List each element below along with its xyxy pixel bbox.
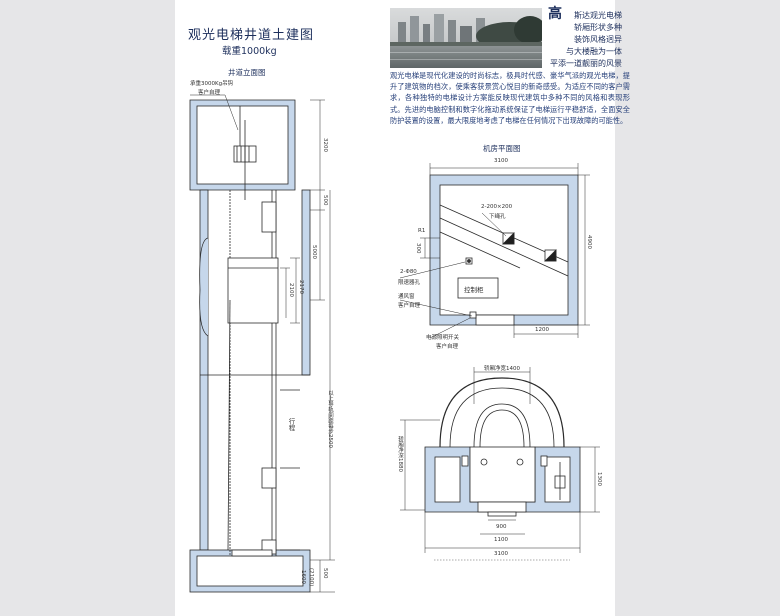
headline-line-2: 轿厢形状多种 (574, 23, 622, 32)
hook-note: 承重3000Kg吊钩 (190, 81, 234, 87)
machine-room-title: 机房平面图 (483, 144, 521, 153)
rope-hole-label: 2-200×200 (481, 204, 513, 210)
dim-door-height: 2100 (288, 283, 294, 297)
power-switch-note: 客户自理 (436, 344, 459, 350)
city-riverside-photo (390, 8, 542, 68)
headline-line-4: 与大楼融为一体 (566, 47, 622, 56)
machine-room-depth: 4900 (586, 235, 592, 249)
dim-pit-alt: (2100) (308, 568, 314, 587)
dim-overhead: 5000 (311, 245, 317, 259)
governor-hole-label: 2-Φ80 (400, 269, 417, 275)
headline-line-3: 装饰风格迥异 (574, 35, 622, 44)
door-width: 900 (496, 524, 507, 530)
vent-label: 通风窗 (398, 294, 415, 300)
dim-pit-depth: 1600 (300, 570, 306, 584)
load-capacity: 载重1000kg (222, 46, 277, 57)
hoistway-plan (400, 367, 600, 561)
lead-character: 高 (548, 6, 562, 22)
headline-line-1: 斯达观光电梯 (574, 11, 622, 20)
r1-dim: 300 (415, 243, 421, 254)
control-cabinet-label: 控制柜 (464, 286, 484, 294)
dim-frame-height: 2170 (298, 280, 304, 294)
dim-slab: 500 (322, 195, 328, 206)
governor-hole-note: 限速器孔 (398, 280, 421, 286)
elevation-title: 井道立面图 (228, 68, 266, 77)
side-dim: 1300 (596, 472, 602, 486)
vent-note: 客户自理 (398, 303, 421, 309)
page-title: 观光电梯井道土建图 (188, 28, 315, 43)
r1-label: R1 (418, 228, 426, 234)
car-width-label: 轿厢净宽1400 (484, 366, 520, 372)
intro-paragraph: 观光电梯是现代化建设的时尚标志，极具时代感、豪华气派的观光电梯，提升了建筑物的档… (390, 71, 630, 125)
machine-room-plan (399, 163, 590, 339)
dim-pit-slab: 500 (322, 568, 328, 579)
headline-line-5: 平添一道靓丽的风景 (550, 59, 622, 68)
travel-label: 行程 (287, 418, 295, 431)
dim-overhead-room: 3200 (322, 138, 328, 152)
machine-room-offset: 1200 (535, 327, 549, 333)
guide-rail-note: 以上导轨间距每步2500 (327, 390, 333, 448)
rope-hole-note: 下绳孔 (489, 214, 506, 220)
hoistway-elevation (189, 94, 335, 593)
power-switch-label: 电源照明开关 (426, 335, 460, 341)
machine-room-width: 3100 (494, 158, 508, 164)
hook-note-client: 客户自理 (198, 90, 221, 96)
shaft-width: 3100 (494, 551, 508, 557)
car-depth-label: 轿厢净深1880 (397, 436, 403, 472)
door-frame-width: 1100 (494, 537, 508, 543)
